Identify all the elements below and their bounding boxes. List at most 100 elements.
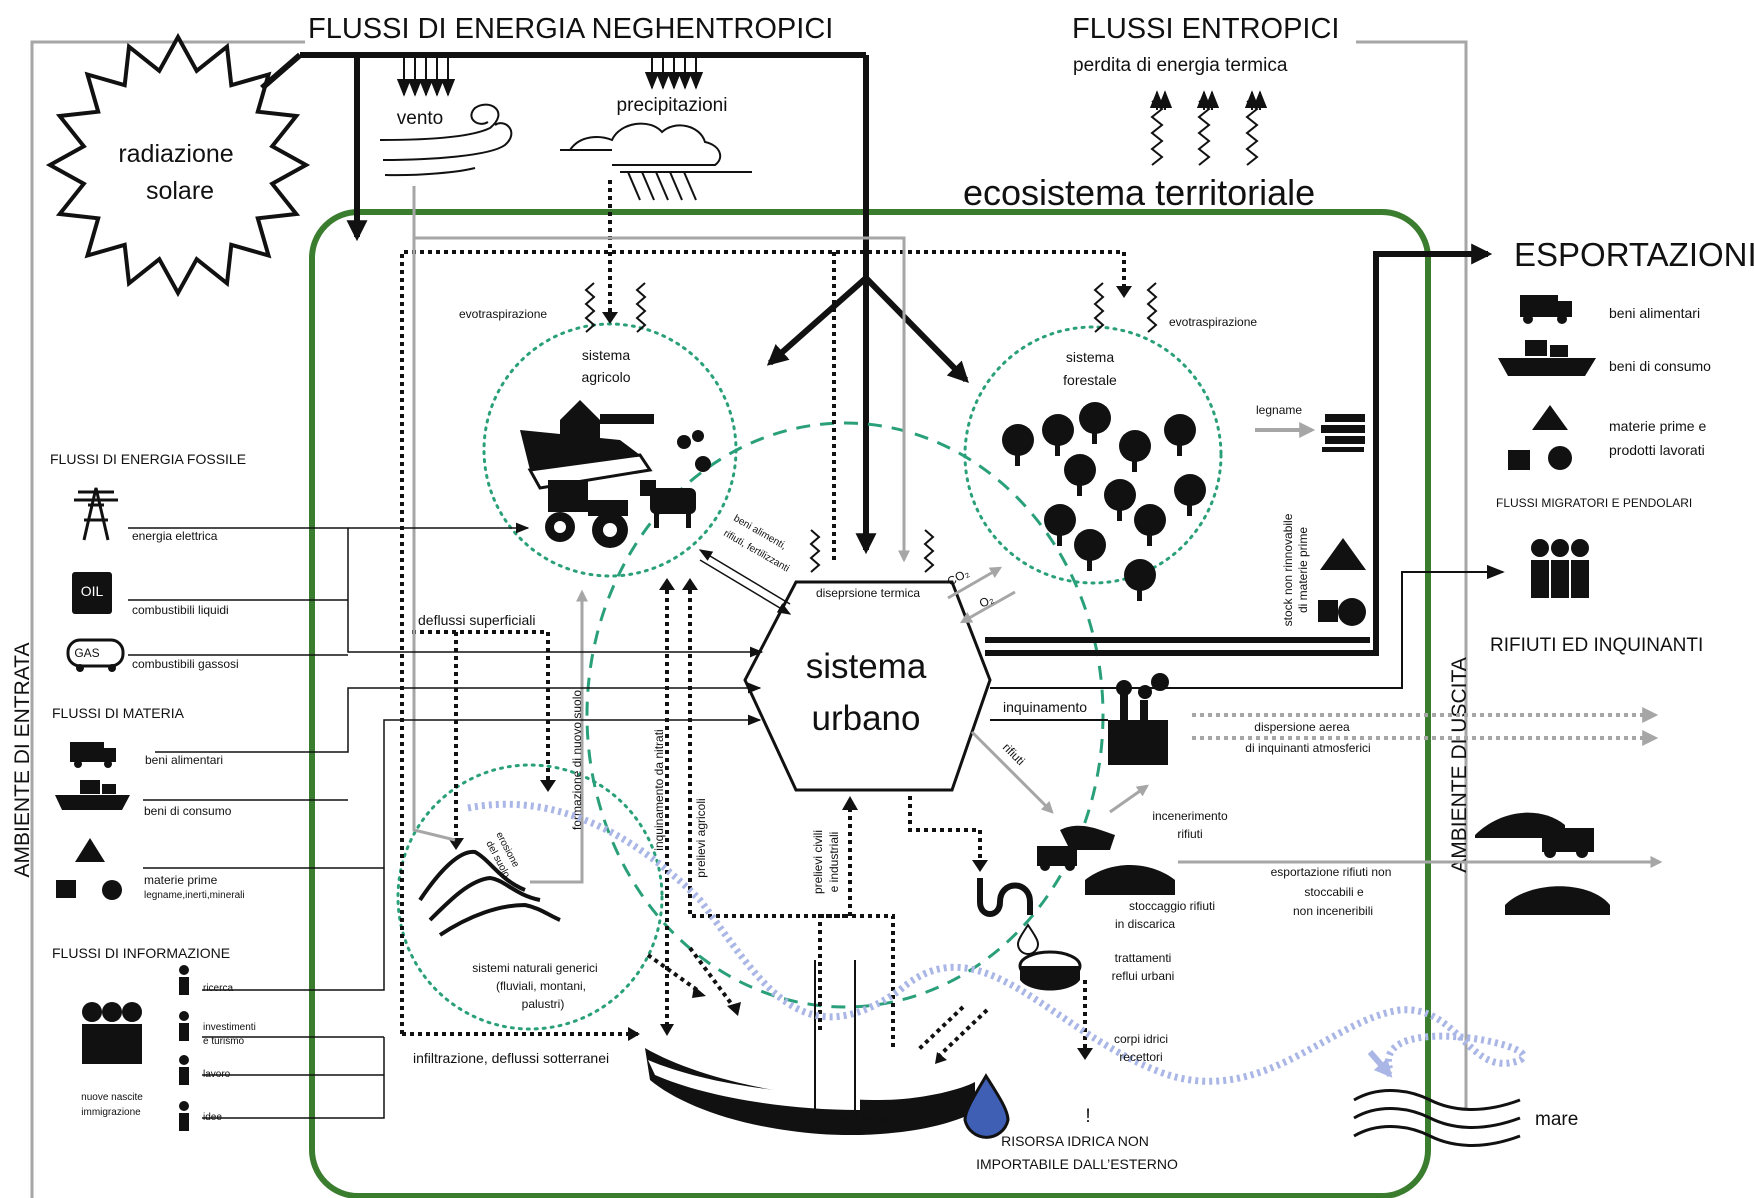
forest-trees-icon [1002, 402, 1206, 601]
incineration-label-line2: rifiuti [1177, 827, 1202, 841]
oil-barrel-icon [72, 572, 112, 614]
civil-withdrawal-head [842, 796, 858, 810]
agri-urban-exchange [698, 549, 792, 615]
outer-environment-frame [30, 40, 1468, 1198]
civil-withdrawal-label-line2: e industriali [827, 832, 841, 893]
urban-system-label-line2: urbano [812, 699, 921, 738]
agricultural-system-label-line1: sistema [582, 347, 630, 363]
info-item-0: ricerca [203, 983, 233, 994]
drip-icon [1016, 923, 1040, 955]
warning-mark: ! [1085, 1106, 1090, 1127]
timber-stack-icon [1321, 414, 1365, 452]
drain-pipe-icon [977, 878, 1033, 917]
export-item-0: beni alimentari [1609, 305, 1700, 321]
receiving-waters-label-line2: recettori [1119, 1050, 1162, 1064]
water-drop-icon [963, 1073, 1010, 1139]
oil-tag: OIL [81, 583, 104, 599]
timber-label: legname [1256, 403, 1302, 417]
fossil-item-2: combustibili gassosi [132, 657, 239, 671]
fossil-item-1: combustibili liquidi [132, 603, 229, 617]
negentropic-title: FLUSSI DI ENERGIA NEGHENTROPICI [308, 13, 833, 45]
sea-label: mare [1535, 1109, 1578, 1130]
hill-icon [418, 849, 561, 937]
migrants-icon [1531, 539, 1589, 598]
natural-systems-boundary [396, 763, 664, 1031]
urban-system-hexagon [743, 580, 992, 792]
matter-raw-detail: legname,inerti,minerali [144, 890, 245, 901]
treatment-plant-icon [1018, 950, 1082, 991]
air-pollution-dispersion-arrows [1192, 707, 1659, 746]
info-flows-title: FLUSSI DI INFORMAZIONE [52, 945, 230, 961]
natural-systems-label-line2: (fluviali, montani, [496, 979, 586, 993]
fruit-icon [677, 430, 711, 472]
matter-item-2: materie prime [144, 873, 218, 887]
surface-runoff-label: deflussi superficiali [418, 612, 536, 628]
waste-pollutants-title: RIFIUTI ED INQUINANTI [1490, 635, 1703, 656]
evapotranspiration-icon-agri [584, 282, 647, 333]
water-resource-label-line2: IMPORTABILE DALL’ESTERNO [976, 1156, 1178, 1172]
rain-label: precipitazioni [617, 95, 728, 116]
truck-icon-input [70, 742, 116, 768]
sea-icon [1353, 1089, 1521, 1147]
export-item-3: prodotti lavorati [1609, 442, 1705, 458]
matter-item-0: beni alimentari [145, 753, 223, 767]
ecosystem-boundary [309, 209, 1431, 1198]
entropic-title: FLUSSI ENTROPICI [1072, 13, 1340, 45]
sun-icon [45, 32, 311, 298]
nitrate-pollution-label: inquinamento da nitrati [652, 729, 666, 850]
raw-materials-icon-input [56, 838, 122, 900]
water-wave-head [1367, 1050, 1393, 1078]
fossil-item-0: energia elettrica [132, 529, 218, 543]
civil-withdrawal-arrow [818, 810, 852, 1030]
truck-icon-output [1520, 295, 1572, 324]
evapotranspiration-label-forest: evotraspirazione [1169, 315, 1257, 329]
landfill-label-line2: in discarica [1115, 917, 1175, 931]
migration-title: FLUSSI MIGRATORI E PENDOLARI [1496, 496, 1692, 510]
entropic-subtitle: perdita di energia termica [1073, 55, 1288, 76]
factory-icon [1108, 673, 1169, 765]
rain-cloud-icon [560, 55, 752, 201]
thermal-dispersion-label: diseprsione termica [816, 586, 920, 600]
pollution-label: inquinamento [1003, 699, 1087, 715]
evapotranspiration-label-agri: evotraspirazione [459, 307, 547, 321]
landfill-label-line1: stoccaggio rifiuti [1129, 899, 1215, 913]
export-item-1: beni di consumo [1609, 358, 1711, 374]
matter-flows-title: FLUSSI DI MATERIA [52, 705, 185, 721]
ship-icon-input [55, 780, 130, 810]
agricultural-system-label-line2: agricolo [581, 369, 630, 385]
agri-withdrawal-label: prelievi agricoli [694, 798, 708, 877]
info-item-1: investimenti [203, 1022, 256, 1033]
export-flow-line [985, 243, 1493, 656]
water-resource-label-line1: RISORSA IDRICA NON [1001, 1133, 1149, 1149]
negentropic-energy-lines [260, 52, 969, 555]
o2-label: O₂ [977, 592, 996, 611]
raw-materials-icon-output [1508, 405, 1572, 470]
wind-icon [379, 55, 513, 177]
side-label-output: AMBIENTE DI USCITA [1448, 657, 1471, 872]
civil-withdrawal-label-line1: prelievi civili [811, 830, 825, 894]
tractor-icon [545, 480, 628, 548]
receiving-waters-label-line1: corpi idrici [1114, 1032, 1168, 1046]
raw-materials-stock-icon [1318, 538, 1366, 626]
ecosystem-title: ecosistema territoriale [963, 172, 1315, 213]
natural-systems-label-line1: sistemi naturali generici [472, 961, 597, 975]
people-label-line2: immigrazione [81, 1107, 141, 1118]
dotted-flows [400, 180, 1126, 1057]
ship-icon-output [1498, 340, 1596, 376]
aquifer-icon [645, 960, 975, 1136]
fossil-energy-title: FLUSSI DI ENERGIA FOSSILE [50, 451, 246, 467]
urban-system-label-line1: sistema [806, 647, 927, 686]
info-item-2: e turismo [203, 1036, 245, 1047]
cow-icon [640, 480, 696, 528]
heat-loss-icons [1149, 90, 1268, 166]
stock-label-line1: stock non rinnovabile [1281, 513, 1295, 626]
air-dispersion-label-line2: di inquinanti atmosferici [1245, 741, 1370, 755]
urban-influence-boundary [585, 421, 1105, 1009]
exports-title: ESPORTAZIONI [1514, 236, 1754, 273]
waste-export-label-line3: non inceneribili [1293, 904, 1373, 918]
pylon-icon [74, 487, 118, 541]
matter-item-1: beni di consumo [144, 804, 232, 818]
gas-tank-icon [66, 638, 125, 672]
incineration-label-line1: incenerimento [1152, 809, 1228, 823]
